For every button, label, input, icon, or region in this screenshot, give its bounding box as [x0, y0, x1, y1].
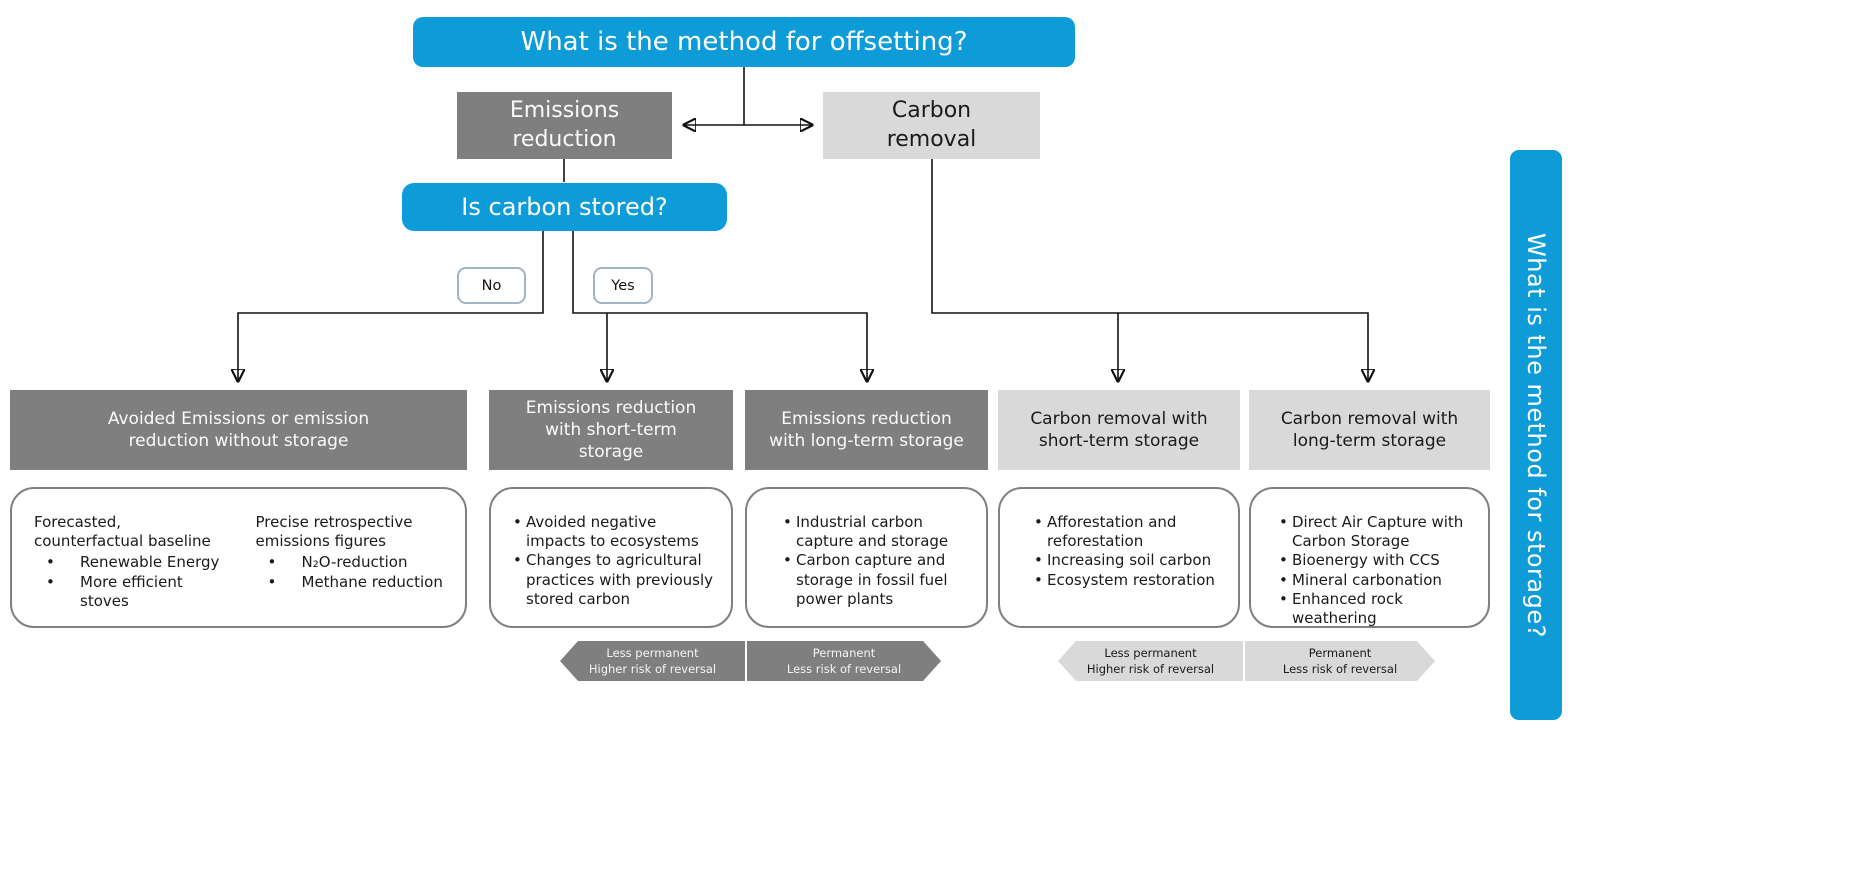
- banner-line2: Less risk of reversal: [786, 662, 902, 676]
- detail-box-cr-short-term: Afforestation and reforestationIncreasin…: [998, 487, 1240, 628]
- connector-removal-branch: [931, 159, 1368, 381]
- detail-column-forecasted: Forecasted, counterfactual baseline Rene…: [34, 513, 230, 611]
- answer-yes-label: Yes: [611, 277, 635, 294]
- banner-permanent-light: Permanent Less risk of reversal: [1245, 641, 1435, 681]
- node-emissions-reduction: Emissions reduction: [457, 92, 672, 159]
- category-header-er-short-term-label: Emissions reduction with short-term stor…: [525, 397, 697, 463]
- bullet-list: Avoided negative impacts to ecosystemsCh…: [513, 513, 715, 609]
- bullet-item: N₂O-reduction: [256, 553, 452, 572]
- bullet-list: Direct Air Capture with Carbon StorageBi…: [1279, 513, 1472, 628]
- banner-less-permanent-light: Less permanent Higher risk of reversal: [1058, 641, 1243, 681]
- bullet-item: Carbon capture and storage in fossil fue…: [783, 551, 970, 609]
- banner-line2: Higher risk of reversal: [1086, 662, 1215, 676]
- detail-box-cr-long-term: Direct Air Capture with Carbon StorageBi…: [1249, 487, 1490, 628]
- column-heading: Forecasted, counterfactual baseline: [34, 513, 211, 551]
- bullet-item: Bioenergy with CCS: [1279, 551, 1472, 570]
- column-heading: Precise retrospective emissions figures: [255, 513, 413, 551]
- bullet-item: Ecosystem restoration: [1034, 571, 1222, 590]
- bullet-item: Methane reduction: [256, 573, 452, 592]
- banner-line1: Less permanent: [1104, 645, 1197, 660]
- storage-method-sidebar-label: What is the method for storage?: [1522, 232, 1550, 638]
- bullet-list: N₂O-reductionMethane reduction: [256, 553, 452, 592]
- bullet-item: Avoided negative impacts to ecosystems: [513, 513, 715, 551]
- bullet-item: Changes to agricultural practices with p…: [513, 551, 715, 609]
- category-header-avoided-emissions-label: Avoided Emissions or emission reduction …: [107, 408, 370, 451]
- question-is-carbon-stored: Is carbon stored?: [402, 183, 727, 231]
- bullet-item: Enhanced rock weathering: [1279, 590, 1472, 628]
- category-header-avoided-emissions: Avoided Emissions or emission reduction …: [10, 390, 467, 470]
- bullet-item: Afforestation and reforestation: [1034, 513, 1222, 551]
- answer-no: No: [457, 267, 526, 304]
- category-header-cr-short-term-label: Carbon removal with short-term storage: [1030, 408, 1208, 451]
- bullet-item: Increasing soil carbon: [1034, 551, 1222, 570]
- question-offsetting-method: What is the method for offsetting?: [413, 17, 1075, 67]
- detail-column-precise: Precise retrospective emissions figures …: [256, 513, 452, 611]
- category-header-cr-long-term: Carbon removal with long-term storage: [1249, 390, 1490, 470]
- detail-box-er-long-term: Industrial carbon capture and storageCar…: [745, 487, 988, 628]
- question-is-carbon-stored-label: Is carbon stored?: [461, 193, 668, 221]
- bullet-item: Mineral carbonation: [1279, 571, 1472, 590]
- banner-permanent-dark: Permanent Less risk of reversal: [747, 641, 941, 681]
- answer-no-label: No: [481, 277, 502, 294]
- bullet-item: Industrial carbon capture and storage: [783, 513, 970, 551]
- bullet-list: Afforestation and reforestationIncreasin…: [1034, 513, 1222, 590]
- bullet-item: Direct Air Capture with Carbon Storage: [1279, 513, 1472, 551]
- banner-line2: Less risk of reversal: [1282, 662, 1398, 676]
- bullet-list: Industrial carbon capture and storageCar…: [783, 513, 970, 609]
- node-carbon-removal: Carbon removal: [823, 92, 1040, 159]
- bullet-list: Renewable EnergyMore efficient stoves: [34, 553, 230, 611]
- detail-box-er-short-term: Avoided negative impacts to ecosystemsCh…: [489, 487, 733, 628]
- connector-no-branch: [238, 231, 544, 381]
- category-header-cr-long-term-label: Carbon removal with long-term storage: [1280, 408, 1459, 451]
- banner-line1: Less permanent: [606, 645, 699, 660]
- category-header-er-long-term-label: Emissions reduction with long-term stora…: [769, 408, 964, 451]
- bullet-item: More efficient stoves: [34, 573, 230, 611]
- banner-line1: Permanent: [812, 645, 876, 660]
- bullet-item: Renewable Energy: [34, 553, 230, 572]
- question-offsetting-method-label: What is the method for offsetting?: [520, 27, 968, 57]
- detail-box-avoided-emissions: Forecasted, counterfactual baseline Rene…: [10, 487, 467, 628]
- storage-method-sidebar: What is the method for storage?: [1510, 150, 1562, 720]
- node-carbon-removal-label: Carbon removal: [886, 97, 977, 152]
- banner-line1: Permanent: [1308, 645, 1372, 660]
- connector-yes-branch: [572, 231, 867, 381]
- category-header-cr-short-term: Carbon removal with short-term storage: [998, 390, 1240, 470]
- category-header-er-short-term: Emissions reduction with short-term stor…: [489, 390, 733, 470]
- banner-less-permanent-dark: Less permanent Higher risk of reversal: [560, 641, 745, 681]
- answer-yes: Yes: [593, 267, 653, 304]
- banner-line2: Higher risk of reversal: [588, 662, 717, 676]
- node-emissions-reduction-label: Emissions reduction: [509, 97, 620, 152]
- category-header-er-long-term: Emissions reduction with long-term stora…: [745, 390, 988, 470]
